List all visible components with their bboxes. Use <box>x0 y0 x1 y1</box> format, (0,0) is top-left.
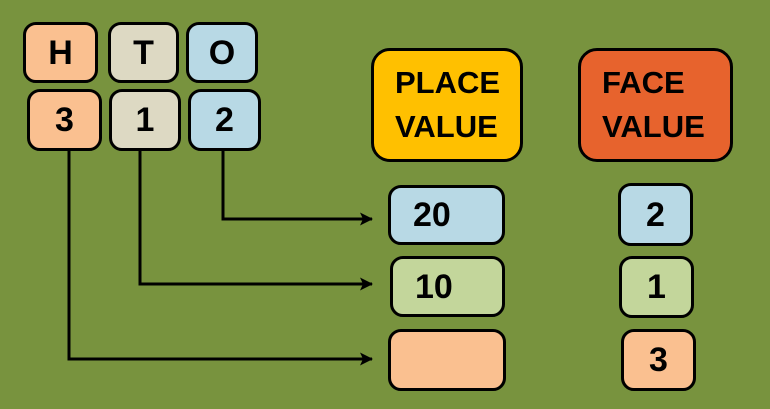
arrow-hundreds-to-place-value <box>67 151 373 366</box>
arrow-tens-to-place-value <box>138 151 373 291</box>
digit-hundreds: 3 <box>27 89 102 151</box>
arrow-ones-to-place-value <box>221 151 373 226</box>
face-value-ones-box: 2 <box>618 183 693 246</box>
place-value-header-line1: PLACE <box>395 65 501 100</box>
face-value-hundreds-box: 3 <box>621 329 696 391</box>
face-value-tens-box: 1 <box>619 256 694 318</box>
column-header-ones: O <box>186 22 258 83</box>
place-value-ones-box: 20 <box>388 185 505 245</box>
place-value-header: PLACE VALUE <box>371 48 523 162</box>
face-value-header-line1: FACE <box>602 65 685 100</box>
face-value-header: FACE VALUE <box>578 48 733 162</box>
face-value-header-line2: VALUE <box>602 109 705 144</box>
place-value-header-line2: VALUE <box>395 109 498 144</box>
column-header-hundreds: H <box>23 22 98 83</box>
digit-ones: 2 <box>188 89 261 151</box>
place-value-hundreds-box-blank <box>388 329 506 391</box>
place-value-tens-box: 10 <box>390 256 505 317</box>
column-header-tens: T <box>108 22 179 83</box>
digit-tens: 1 <box>109 89 181 151</box>
